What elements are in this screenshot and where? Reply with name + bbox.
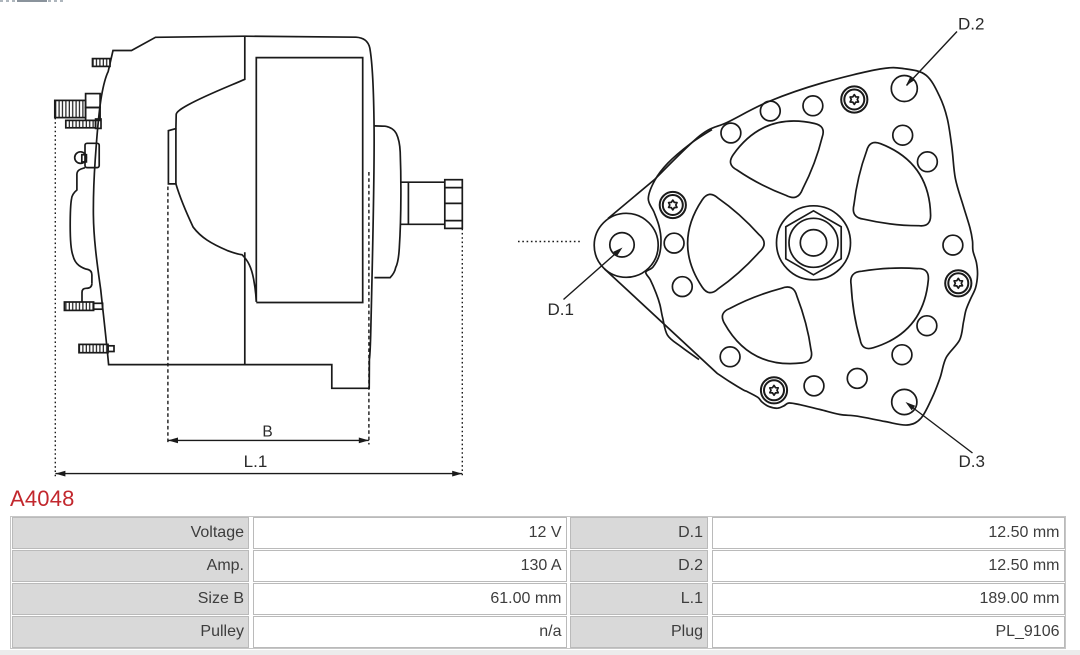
svg-text:D.2: D.2 [958,14,984,33]
svg-text:L.1: L.1 [244,452,268,471]
svg-text:D.1: D.1 [548,300,574,319]
svg-text:B: B [262,424,272,441]
svg-text:D.3: D.3 [959,452,985,471]
